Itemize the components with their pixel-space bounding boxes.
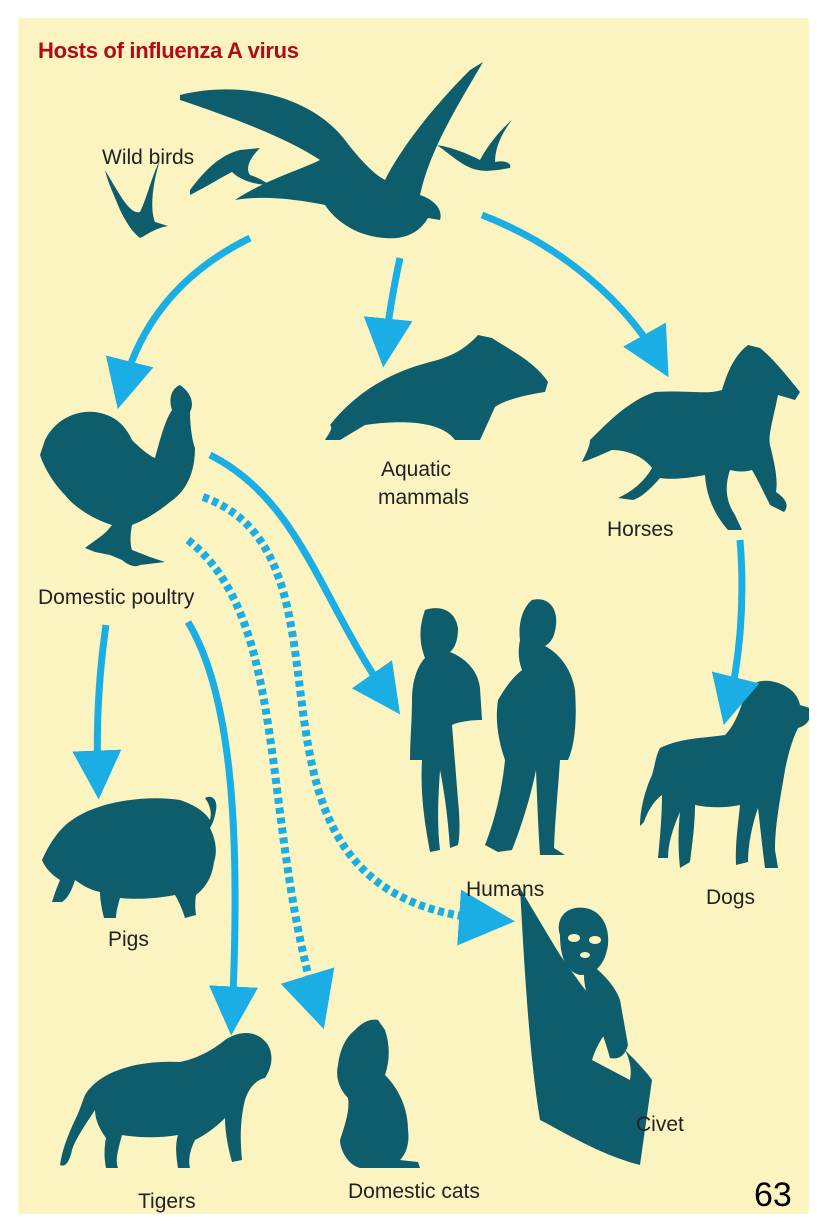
label-civet: Civet <box>636 1113 684 1137</box>
humans-icon <box>410 599 576 855</box>
label-dogs: Dogs <box>706 886 755 910</box>
horse-icon <box>582 345 800 530</box>
host-transmission-diagram <box>18 18 809 1214</box>
seal-icon <box>325 335 548 440</box>
arrow-horses-to-dogs <box>728 540 742 708</box>
label-aquatic-mammals-line2: mammals <box>378 486 469 510</box>
label-domestic-poultry: Domestic poultry <box>38 586 194 610</box>
cat-icon <box>337 1020 420 1168</box>
diagram-canvas: Hosts of influenza A virus Wild birds Aq… <box>18 18 809 1214</box>
arrow-poultry-to-pigs <box>97 625 106 782</box>
pig-icon <box>42 797 216 918</box>
tiger-icon <box>60 1033 271 1168</box>
arrow-birds-to-horses <box>482 215 660 362</box>
label-horses: Horses <box>607 518 674 542</box>
label-pigs: Pigs <box>108 928 149 952</box>
arrow-poultry-to-cats-dashed <box>188 540 318 1010</box>
page-number: 63 <box>754 1176 792 1214</box>
label-domestic-cats: Domestic cats <box>348 1180 480 1204</box>
diagram-title: Hosts of influenza A virus <box>38 38 299 64</box>
label-wild-birds: Wild birds <box>102 146 194 170</box>
arrow-birds-to-poultry <box>122 238 250 392</box>
rooster-icon <box>40 385 195 566</box>
dog-icon <box>640 681 809 868</box>
label-aquatic-mammals-line1: Aquatic <box>381 458 451 482</box>
civet-icon <box>520 888 652 1165</box>
label-tigers: Tigers <box>138 1190 196 1214</box>
arrow-birds-to-aquatic <box>385 258 400 350</box>
label-humans: Humans <box>466 878 544 902</box>
